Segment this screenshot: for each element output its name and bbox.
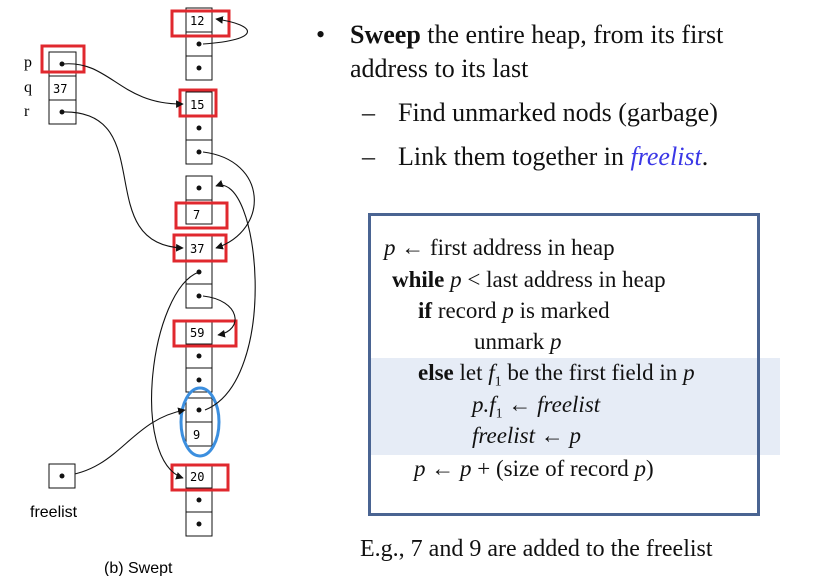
algo-line-8: p ← p + (size of record p) (414, 455, 654, 483)
var-p: p (550, 329, 562, 354)
var-freelist: freelist (472, 423, 536, 448)
code-text: record (437, 298, 497, 323)
var-p: p (634, 456, 647, 481)
sub-dash: – (362, 98, 375, 127)
heap-label-15: 15 (190, 98, 204, 112)
bullet-sweep-bold: Sweep (350, 20, 421, 49)
var-p: p (569, 423, 582, 448)
algo-line-4: unmark p (474, 328, 562, 356)
var-p: p (450, 267, 462, 292)
heap-label-59: 59 (190, 326, 204, 340)
algo-line-3: if record p is marked (418, 297, 610, 325)
code-text: ) (646, 456, 654, 481)
var-p: p (502, 298, 514, 323)
sub-bullet-link-prefix: Link them together in (398, 142, 625, 171)
code-text: ← first address in heap (401, 235, 615, 260)
code-text: let (459, 360, 483, 385)
sub-bullet-find-text: Find unmarked nods (garbage) (398, 98, 718, 127)
code-text: + (size of record (477, 456, 629, 481)
var-p: p (683, 360, 695, 385)
bullet-list: • Sweep the entire heap, from its first … (316, 18, 796, 174)
example-caption: E.g., 7 and 9 are added to the freelist (360, 536, 713, 562)
subscript: 1 (495, 406, 503, 422)
var-label-r: r (24, 103, 30, 120)
code-text: is marked (519, 298, 610, 323)
var-p: p (414, 456, 426, 481)
bullet-sweep-rest: the entire heap, from its first address … (350, 20, 724, 83)
freelist-pointer-dot (59, 473, 65, 479)
freelist-term: freelist (630, 142, 702, 171)
algo-line-1: p ← first address in heap (384, 234, 615, 262)
red-box-p (40, 44, 86, 74)
var-p: p (384, 235, 396, 260)
bullet-sweep: • Sweep the entire heap, from its first … (316, 18, 796, 86)
heap-label-9: 9 (193, 428, 200, 442)
freelist-cell (48, 463, 76, 489)
pointer-arrows (62, 16, 256, 480)
else-branch-highlight (370, 358, 780, 455)
sub-bullet-link-text: Link them together in freelist. (398, 140, 708, 174)
subscript: 1 (494, 374, 502, 390)
freelist-label: freelist (30, 504, 78, 521)
algorithm-box (368, 213, 760, 516)
var-f: f (488, 360, 495, 385)
heap-label-7: 7 (193, 208, 200, 222)
heap-label-12: 12 (190, 14, 204, 28)
keyword-else: else (418, 360, 454, 385)
diagram-caption: (b) Swept (104, 560, 173, 576)
algo-line-6: p.f1 ← freelist (472, 391, 600, 429)
var-p: p (460, 456, 472, 481)
code-text: be the first field in (507, 360, 678, 385)
algo-line-2: while p < last address in heap (392, 266, 666, 294)
sub-bullet-link-suffix: . (701, 142, 709, 171)
code-text: unmark (474, 329, 545, 354)
var-pf: p.f (472, 392, 496, 417)
sub-bullet-find: – Find unmarked nods (garbage) (316, 96, 796, 130)
heap-pointer-dots (196, 41, 202, 527)
heap-label-20: 20 (190, 470, 204, 484)
algo-line-7: freelist ← p (472, 422, 581, 450)
blue-ellipse-freed (179, 386, 221, 458)
heap-diagram: p q r 37 12 15 7 37 59 9 20 (24, 7, 256, 576)
code-text: ← freelist (508, 392, 601, 417)
assign-arrow: ← (431, 456, 460, 481)
var-value-q: 37 (53, 82, 67, 96)
pointer-dot-p (59, 61, 65, 67)
sub-dash: – (362, 142, 375, 171)
pointer-dot-r (59, 109, 65, 115)
var-label-p: p (24, 54, 32, 71)
keyword-while: while (392, 267, 445, 292)
keyword-if: if (418, 298, 433, 323)
bullet-sweep-text: Sweep the entire heap, from its first ad… (350, 18, 796, 86)
code-text: < last address in heap (467, 267, 666, 292)
assign-arrow: ← (540, 423, 564, 448)
var-label-q: q (24, 79, 32, 96)
bullet-dot: • (316, 20, 326, 49)
heap-label-37: 37 (190, 242, 204, 256)
sub-bullet-link: – Link them together in freelist. (316, 140, 796, 174)
algo-line-5: else let f1 be the first field in p (418, 359, 695, 397)
